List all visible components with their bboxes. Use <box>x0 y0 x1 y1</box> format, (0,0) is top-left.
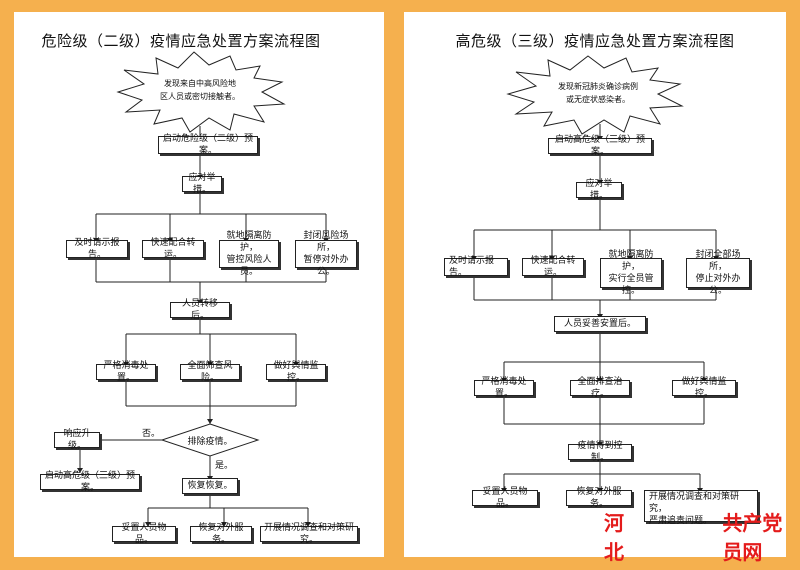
left-measure-monitor: 做好舆情监控。 <box>266 361 326 383</box>
left-action-isolate-line-1: 就地隔离防护， <box>226 231 272 253</box>
right-title: 高危级（三级）疫情应急处置方案流程图 <box>455 32 735 50</box>
right-connectors <box>471 55 719 493</box>
site-watermark: 河北 ygrfuygrl.com 共产党员网 <box>604 511 800 565</box>
left-measure-screen: 全面筛查风险。 <box>180 361 240 383</box>
right-measure-screen: 全面排查治疗。 <box>570 377 630 399</box>
left-action-isolate: 就地隔离防护， 管控风险人员。 <box>219 231 279 277</box>
right-final-belongings: 妥置人员物品。 <box>472 487 538 509</box>
right-final-research-line-2: 严肃追责问题。 <box>649 516 713 526</box>
left-action-report: 及时请示报告。 <box>66 238 128 260</box>
left-final-belongings: 妥置人员物品。 <box>112 523 176 545</box>
left-upgrade-plan: 启动高危级（三级）预案。 <box>40 471 140 493</box>
right-final-research: 开展情况调查和对策研究， 严肃追责问题。 <box>644 490 758 526</box>
left-restore: 恢复恢复。 <box>182 478 238 494</box>
left-upgrade-response: 响应升级。 <box>54 429 100 451</box>
left-no-label: 否。 <box>142 429 161 439</box>
right-final-research-line-1: 开展情况调查和对策研究， <box>649 492 740 514</box>
left-action-close: 封闭风险场所， 暂停对外办公。 <box>295 231 357 277</box>
left-burst-shape <box>116 51 286 133</box>
left-action-close-line-2: 暂停对外办公。 <box>303 255 349 277</box>
left-trigger-line-2: 区人员或密切接触者。 <box>160 92 240 101</box>
left-action-transfer: 快速配合转运。 <box>142 238 204 260</box>
right-step-after-settle: 人员妥善安置后。 <box>554 316 646 332</box>
watermark-site: ygrfuygrl.com <box>637 545 721 558</box>
right-action-isolate: 就地隔离防护， 实行全员管控。 <box>600 250 662 296</box>
right-measure-monitor: 做好舆情监控。 <box>672 377 736 399</box>
right-burst-shape <box>506 55 684 135</box>
right-action-transfer: 快速配合转运。 <box>522 256 584 278</box>
right-final-service: 恢复对外服务。 <box>566 487 632 509</box>
right-action-close-line-1: 封闭全部场所， <box>695 250 741 272</box>
right-action-close: 封闭全部场所， 停止对外办公。 <box>686 250 750 296</box>
right-step-response: 应对举措。 <box>576 179 622 201</box>
left-step-after-transfer: 人员转移后。 <box>170 299 230 321</box>
right-trigger-line-1: 发现新冠肺炎确诊病例 <box>558 82 638 91</box>
right-measure-disinfect: 严格消毒处置。 <box>474 377 534 399</box>
left-step-response: 应对举措。 <box>182 173 222 195</box>
left-trigger-text: 发现来自中高风险地 区人员或密切接触者。 <box>142 77 258 103</box>
left-action-close-line-1: 封闭风险场所， <box>303 231 349 253</box>
left-action-isolate-line-2: 管控风险人员。 <box>226 255 272 277</box>
left-measure-disinfect: 严格消毒处置。 <box>96 361 156 383</box>
left-title: 危险级（二级）疫情应急处置方案流程图 <box>41 32 321 50</box>
right-action-isolate-line-1: 就地隔离防护， <box>608 250 654 272</box>
left-decision-text: 排除疫情。 <box>187 437 233 447</box>
right-action-isolate-line-2: 实行全员管控。 <box>608 274 654 296</box>
left-step-start-plan: 启动危险级（二级）预案。 <box>158 134 258 156</box>
left-trigger-line-1: 发现来自中高风险地 <box>164 79 236 88</box>
left-final-service: 恢复对外服务。 <box>190 523 252 545</box>
right-trigger-line-2: 或无症状感染者。 <box>566 95 630 104</box>
left-yes-label: 是。 <box>215 461 234 471</box>
watermark-brand-b: 共产党员网 <box>722 511 783 564</box>
watermark-brand-a: 河北 <box>604 511 624 564</box>
right-action-close-line-2: 停止对外办公。 <box>695 274 741 296</box>
right-action-report: 及时请示报告。 <box>444 256 508 278</box>
left-flowchart-page: 危险级（二级）疫情应急处置方案流程图 <box>14 12 384 557</box>
left-final-research: 开展情况调查和对策研究。 <box>260 523 358 545</box>
right-flowchart-page: 高危级（三级）疫情应急处置方案流程图 <box>404 12 786 557</box>
right-trigger-text: 发现新冠肺炎确诊病例 或无症状感染者。 <box>532 80 664 106</box>
left-connectors <box>77 51 329 527</box>
right-step-start-plan: 启动高危级（三级）预案。 <box>548 135 652 157</box>
right-step-controlled: 疫情得到控制。 <box>568 441 632 463</box>
